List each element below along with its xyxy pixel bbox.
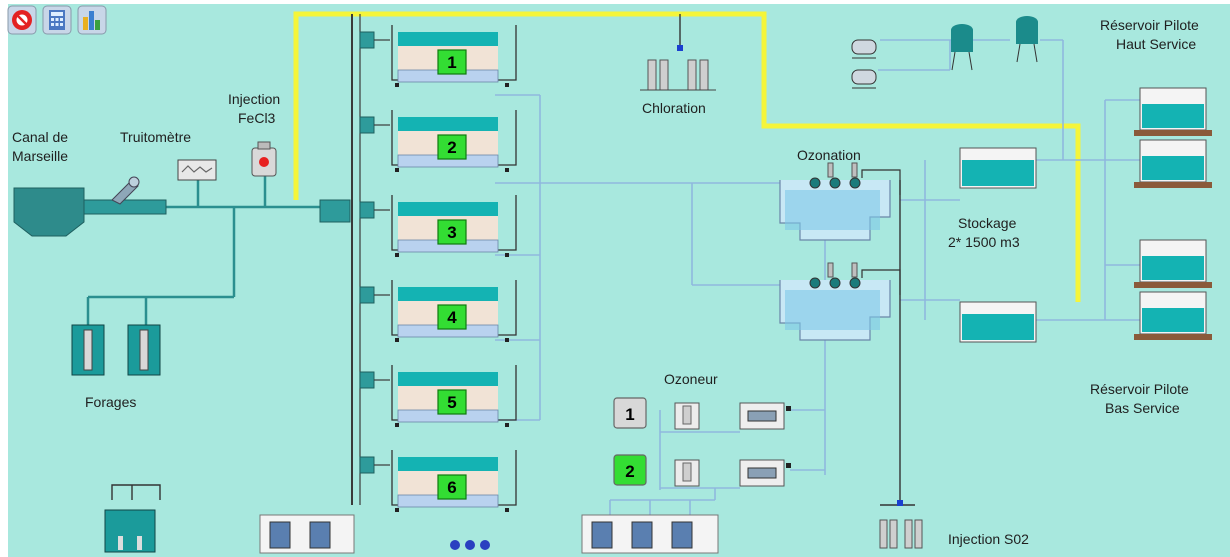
injection-fecl3-label-2: FeCl3 [238,110,276,126]
bottom-left-tank [104,484,161,553]
chloration-label: Chloration [642,100,706,116]
filter-inlet-valve [359,116,375,134]
booster-pumps[interactable] [851,39,877,89]
stockage-label-2: 2* 1500 m3 [948,234,1020,250]
filter-number: 3 [447,223,456,242]
reservoir-bas-label-1: Réservoir Pilote [1090,381,1189,397]
filter-number-badge[interactable] [437,49,467,75]
filter-number: 5 [447,393,456,412]
pilot-reservoir-tank [1134,139,1212,188]
pilot-reservoirs [1134,87,1212,340]
ozoneur-units: 12 [613,397,791,487]
filter-pump-group[interactable] [259,514,355,554]
filter-number: 4 [447,308,457,327]
canal-basin [13,176,167,237]
ozoneur-number: 2 [625,462,634,481]
filter-number: 6 [447,478,456,497]
filter-number: 2 [447,138,456,157]
ozoneur-label: Ozoneur [664,371,718,387]
pilot-reservoir-tank [1134,239,1212,288]
filter-number-badge[interactable] [437,474,467,500]
water-towers [951,16,1038,71]
yellow-signal-line [293,11,1081,302]
filter-unit[interactable]: 5 [359,365,517,427]
reservoir-haut-label-1: Réservoir Pilote [1100,17,1199,33]
ozoneur-number-badge[interactable] [613,397,647,429]
ozoneur-unit[interactable]: 2 [613,454,791,487]
filter-bank: 1 2 3 4 5 6 [359,25,517,512]
truitometre-label: Truitomètre [120,129,191,145]
stockage-label-1: Stockage [958,215,1017,231]
ozonation-contactors [779,162,901,341]
reservoir-haut-label-2: Haut Service [1116,36,1196,52]
stop-icon[interactable] [7,5,37,35]
pipe-network [86,14,1140,518]
ozone-pump-group[interactable] [581,514,719,554]
calculator-icon[interactable] [42,5,72,35]
injection-so2-label: Injection S02 [948,531,1029,547]
fecl3-injector[interactable] [251,141,277,177]
filter-number-badge[interactable] [437,304,467,330]
filter-inlet-valve [359,201,375,219]
pilot-reservoir-tank [1134,291,1212,340]
filter-unit[interactable]: 2 [359,110,517,172]
ozonation-contactor[interactable] [779,162,901,241]
truitometre-display[interactable] [177,159,217,181]
toolbar [7,5,107,35]
filter-inlet-valve [359,371,375,389]
injection-fecl3-label-1: Injection [228,91,280,107]
filter-inlet-valve [359,286,375,304]
distribution-chamber [319,199,351,223]
filter-unit[interactable]: 3 [359,195,517,257]
canal-label-2: Marseille [12,148,68,164]
filter-inlet-valve [359,31,375,49]
bar-chart-icon[interactable] [77,5,107,35]
so2-bottles[interactable] [879,500,923,549]
wash-pumps[interactable] [450,540,490,550]
filter-number-badge[interactable] [437,389,467,415]
filter-number-badge[interactable] [437,134,467,160]
filter-number-badge[interactable] [437,219,467,245]
filter-unit[interactable]: 6 [359,450,517,512]
pilot-reservoir-tank [1134,87,1212,136]
forages-label: Forages [85,394,136,410]
ozoneur-number-badge[interactable] [613,454,647,486]
ozonation-contactor[interactable] [779,262,901,341]
filter-unit[interactable]: 4 [359,280,517,342]
filter-inlet-valve [359,456,375,474]
chloration-bottles[interactable] [640,45,716,91]
reservoir-bas-label-2: Bas Service [1105,400,1180,416]
ozoneur-number: 1 [625,405,634,424]
canal-label-1: Canal de [12,129,68,145]
ozonation-label: Ozonation [797,147,861,163]
storage-tanks [959,147,1037,343]
filter-unit[interactable]: 1 [359,25,517,87]
ozoneur-unit[interactable]: 1 [613,397,791,430]
forages-wells [71,324,161,376]
filter-number: 1 [447,53,456,72]
